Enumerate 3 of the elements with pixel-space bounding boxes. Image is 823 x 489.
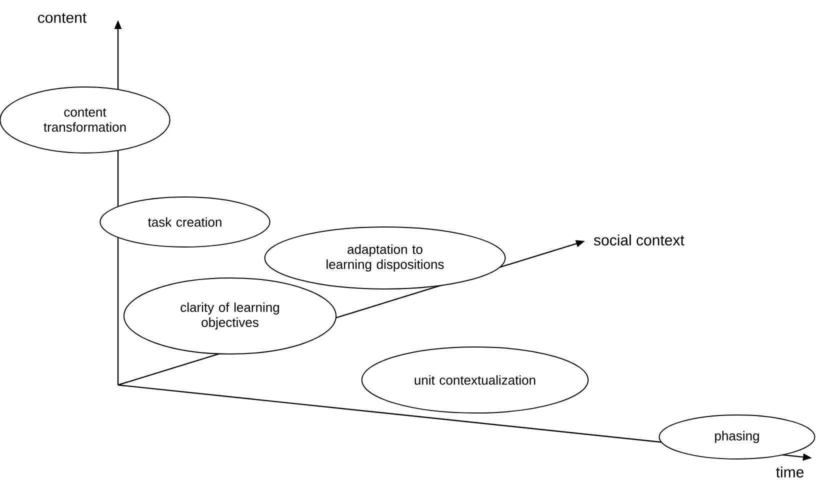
node-label: phasing (715, 430, 759, 444)
axis-label: content (38, 13, 86, 23)
axis-label: social context (594, 234, 684, 246)
